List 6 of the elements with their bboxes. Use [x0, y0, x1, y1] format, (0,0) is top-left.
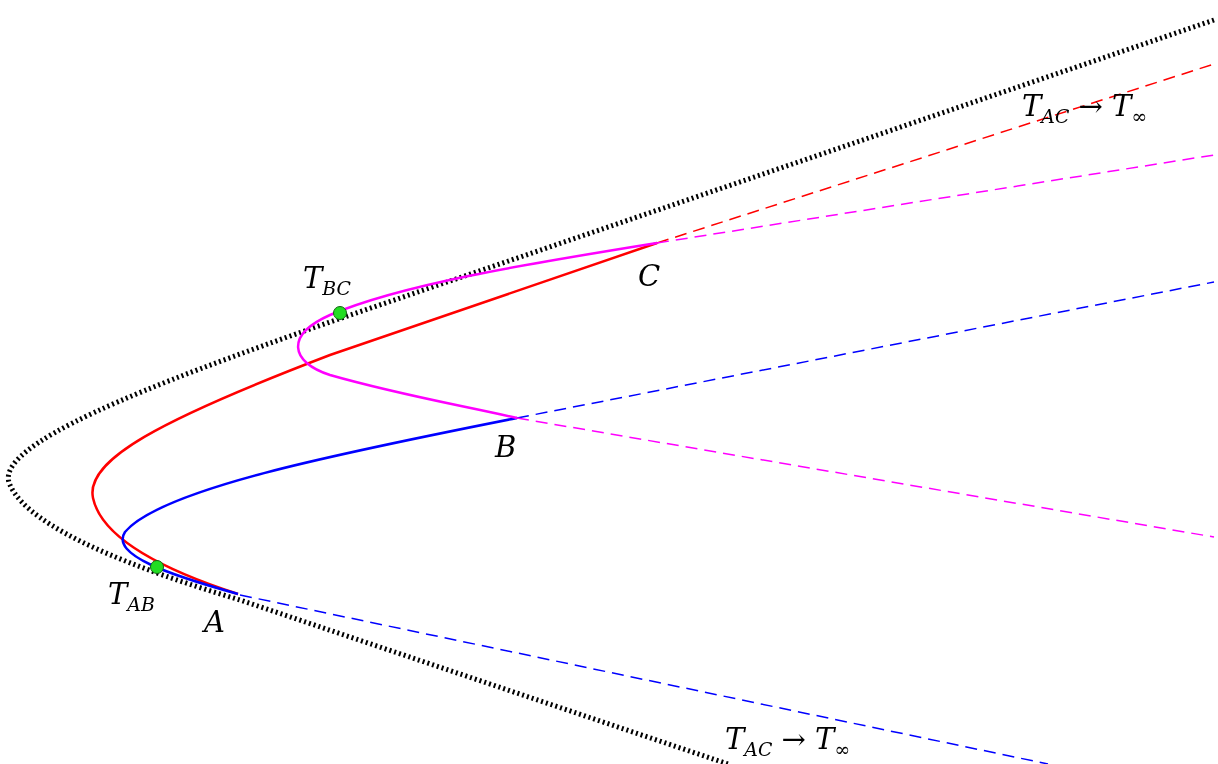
math-label: B — [495, 433, 517, 462]
math-label: T$_{BC}$ — [303, 264, 351, 299]
math-label: C — [638, 262, 661, 291]
math-label: A — [204, 608, 225, 637]
math-label: T$_{AC}$ → T$_{∞}$ — [725, 725, 851, 760]
math-label: T$_{AB}$ — [108, 580, 155, 615]
